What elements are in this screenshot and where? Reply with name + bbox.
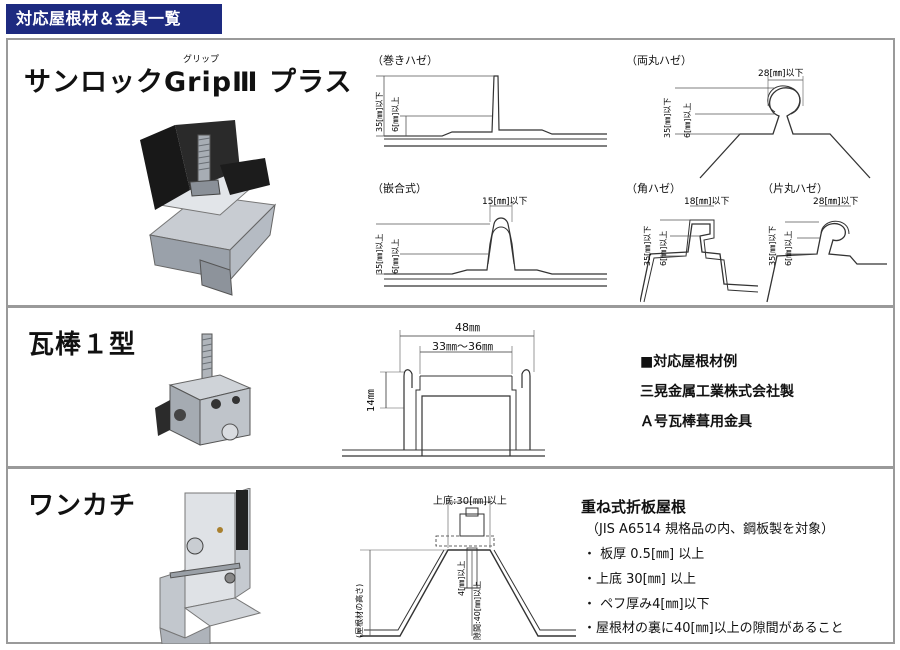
dim-thickness: 4[㎜]以上	[457, 561, 466, 596]
kawarabo-photo	[155, 333, 252, 446]
section3-subtitle: （JIS A6514 規格品の内、鋼板製を対象）	[586, 522, 835, 537]
ryomaru-dims: 28[㎜]以下 35[㎜]以下 6[㎜]以上	[663, 69, 803, 138]
dim-6: 6[㎜]以上	[683, 103, 692, 138]
wankachi-photo	[159, 488, 262, 644]
dim-35: 35[㎜]以上	[375, 234, 384, 274]
dim-35: 35[㎜]以下	[375, 92, 384, 132]
dim-outer: 48㎜	[455, 321, 480, 334]
bullet-gap: ・屋根材の裏に40[㎜]以上の隙間があること	[583, 621, 844, 636]
product-name-wankachi: ワンカチ	[28, 491, 137, 521]
kangou-dims: 15[㎜]以下 35[㎜]以上 6[㎜]以上	[375, 197, 527, 274]
label-kangou: （嵌合式）	[372, 182, 427, 195]
label-kakuhaze: （角ハゼ）	[626, 182, 681, 195]
diagram-kawarabo	[342, 330, 545, 457]
content-frame	[6, 38, 895, 644]
dim-height: 14㎜	[366, 389, 377, 412]
product-name-sunlock: サンロックGripⅢ プラス	[24, 67, 353, 98]
dim-6: 6[㎜]以上	[391, 239, 400, 274]
diagram-katamaru	[766, 205, 887, 303]
dim-6: 6[㎜]以上	[784, 231, 793, 266]
dim-35: 35[㎜]以下	[663, 98, 672, 138]
kawarabo-height: 14㎜	[366, 389, 377, 412]
section-divider	[8, 466, 893, 469]
note-maker: 三晃金属工業株式会社製	[640, 384, 794, 400]
product-ruby: グリップ	[183, 55, 220, 65]
dim-gap: 隙間:40[㎜]以上	[472, 581, 482, 640]
dim-w: 15[㎜]以下	[482, 197, 527, 207]
dim-inner: 33㎜〜36㎜	[432, 340, 493, 353]
note-title: ■対応屋根材例	[640, 354, 738, 370]
diagram-kakuhaze	[640, 205, 758, 303]
label-katamaru: （片丸ハゼ）	[762, 182, 828, 195]
sunlock-photo	[140, 120, 277, 296]
label-ryomaru: （両丸ハゼ）	[626, 54, 692, 67]
dim-35: 35[㎜]以下	[643, 226, 652, 266]
bullet-pef: ・ ペフ厚み4[㎜]以下	[583, 597, 710, 612]
diagram-wankachi	[360, 498, 576, 637]
dim-35: 35[㎜]以下	[768, 226, 777, 266]
dim-6: 6[㎜]以上	[659, 231, 668, 266]
wankachi-vdims: 4[㎜]以上 隙間:40[㎜]以上	[457, 561, 482, 640]
katamaru-dims: 28[㎜]以下 35[㎜]以下 6[㎜]以上	[768, 197, 858, 266]
dim-w: 28[㎜]以下	[758, 69, 803, 79]
dim-6: 6[㎜]以上	[391, 97, 400, 132]
makihaze-dims: 35[㎜]以下 6[㎜]以上	[375, 92, 400, 132]
diagram-makihaze	[376, 75, 607, 147]
wankachi-roofh: (屋根材の高さ)	[354, 584, 364, 638]
dim-top: 上底:30[㎜]以上	[433, 496, 507, 507]
dim-roof-height: (屋根材の高さ)	[354, 584, 364, 638]
bullet-thickness: ・ 板厚 0.5[㎜] 以上	[583, 547, 705, 562]
note-fitting: Ａ号瓦棒葺用金具	[640, 414, 752, 430]
diagram-kangou	[376, 202, 607, 287]
bullet-top: ・上底 30[㎜] 以上	[583, 572, 696, 587]
dim-w: 28[㎜]以下	[813, 197, 858, 207]
label-makihaze: （巻きハゼ）	[372, 54, 438, 67]
page-header: 対応屋根材＆金具一覧	[6, 4, 222, 34]
section3-title: 重ね式折板屋根	[581, 498, 687, 516]
product-name-kawarabo: 瓦棒１型	[28, 330, 137, 360]
section-divider	[8, 305, 893, 308]
diagram-ryomaru	[675, 76, 871, 179]
kakuhaze-dims: 18[㎜]以下 35[㎜]以下 6[㎜]以上	[643, 197, 729, 266]
dim-w: 18[㎜]以下	[684, 197, 729, 207]
